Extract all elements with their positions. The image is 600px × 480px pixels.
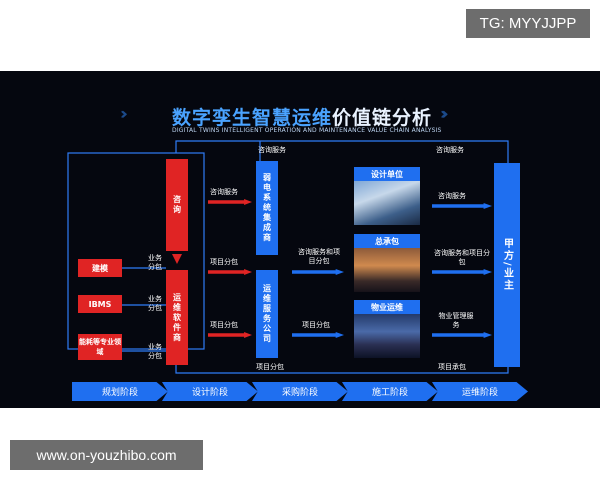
left-label-3: 业务分包 <box>148 343 162 360</box>
flow-label-project-1: 项目分包 <box>210 258 238 266</box>
ibms-box: IBMS <box>78 295 122 313</box>
consult-box: 咨询 <box>166 159 188 251</box>
title-part1: 数字孪生智慧运维 <box>172 107 333 129</box>
design-unit-header: 设计单位 <box>354 167 420 181</box>
diagram-title: 数字孪生智慧运维价值链分析 <box>172 103 432 130</box>
arrow-icon-right-2 <box>432 269 492 275</box>
flow-label-consult-project: 咨询服务和项目分包 <box>298 248 340 265</box>
title-part2: 价值链分析 <box>332 107 433 129</box>
value-chain-diagram: ››››› ››››››› 数字孪生智慧运维价值链分析 DIGITAL TWIN… <box>0 71 600 408</box>
flow-label-consult-top2: 咨询服务 <box>436 146 464 154</box>
flow-label-consult-project-right: 咨询服务和项目分包 <box>434 249 490 266</box>
down-arrow-icon <box>172 254 182 264</box>
flow-label-consult-top: 咨询服务 <box>258 146 286 154</box>
property-om-header: 物业运维 <box>354 300 420 314</box>
connector-lines <box>67 140 509 374</box>
property-om-image <box>354 314 420 358</box>
owner-box: 甲方/业主 <box>494 163 520 367</box>
flow-label-property-service: 物业管理服务 <box>438 312 474 329</box>
stage-construction: 施工阶段 <box>342 382 438 401</box>
left-label-1: 业务分包 <box>148 254 162 271</box>
flow-label-project-bottom: 项目分包 <box>256 363 284 371</box>
arrow-icon-consult <box>208 199 252 205</box>
design-unit-image <box>354 181 420 225</box>
diagram-subtitle: DIGITAL TWINS INTELLIGENT OPERATION AND … <box>172 127 442 134</box>
arrow-icon-right-3 <box>432 332 492 338</box>
flow-label-project-undertake: 项目承包 <box>438 363 466 371</box>
software-vendor-box: 运维软件商 <box>166 270 188 365</box>
stage-procurement: 采购阶段 <box>252 382 348 401</box>
flow-label-consult-1: 咨询服务 <box>210 188 238 196</box>
general-contractor-header: 总承包 <box>354 234 420 248</box>
om-service-company-box: 运维服务公司 <box>256 270 278 358</box>
arrow-icon-project-1 <box>208 269 252 275</box>
site-url-tag: www.on-youzhibo.com <box>10 440 203 470</box>
stage-planning: 规划阶段 <box>72 382 168 401</box>
arrow-icon-right-1 <box>432 203 492 209</box>
weak-current-integrator-box: 弱电系统集成商 <box>256 161 278 255</box>
arrow-icon-project-2 <box>208 332 252 338</box>
arrow-icon-mid-2 <box>292 332 344 338</box>
modeling-box: 建模 <box>78 259 122 277</box>
left-label-2: 业务分包 <box>148 295 162 312</box>
flow-label-project-2: 项目分包 <box>210 321 238 329</box>
watermark-tag: TG: MYYJJPP <box>466 9 590 38</box>
general-contractor-image <box>354 248 420 292</box>
stage-operation: 运维阶段 <box>432 382 528 401</box>
stage-design: 设计阶段 <box>162 382 258 401</box>
energy-domain-box: 能耗等专业领域 <box>78 334 122 360</box>
arrow-icon-mid-1 <box>292 269 344 275</box>
flow-label-consult-right: 咨询服务 <box>438 192 466 200</box>
flow-label-project-3: 项目分包 <box>302 321 330 329</box>
